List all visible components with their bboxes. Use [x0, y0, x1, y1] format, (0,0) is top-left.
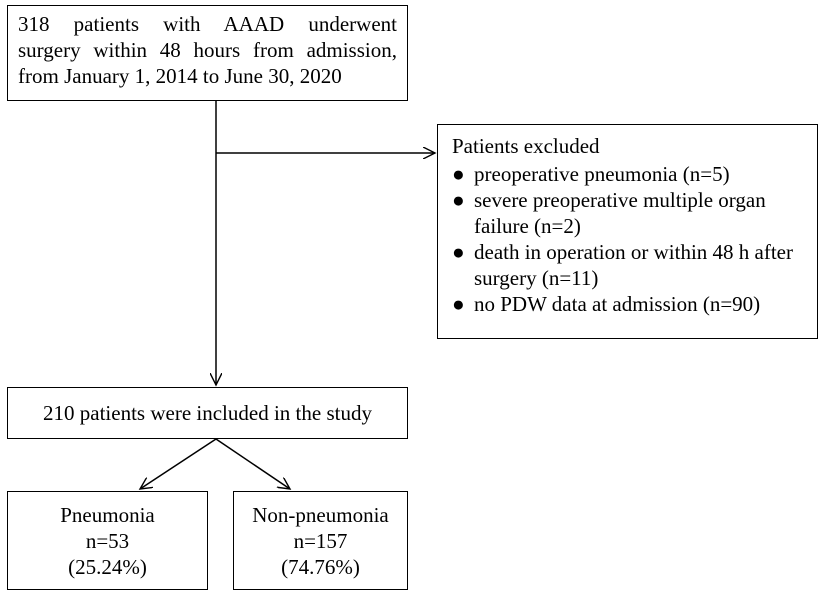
pneumonia-percent: (25.24%) — [68, 554, 147, 579]
excluded-item-text: preoperative pneumonia (n=5) — [474, 162, 730, 186]
excluded-box: Patients excluded ● preoperative pneumon… — [437, 124, 818, 339]
bullet-icon: ● — [452, 292, 465, 316]
non-pneumonia-percent: (74.76%) — [281, 554, 360, 579]
excluded-item: ● severe preoperative multiple organ fai… — [452, 187, 805, 239]
bullet-icon: ● — [452, 188, 465, 212]
included-text: 210 patients were included in the study — [43, 401, 372, 425]
excluded-item: ● no PDW data at admission (n=90) — [452, 291, 805, 317]
arrow-to-pneumonia — [140, 438, 217, 489]
enrollment-line-1: 318 patients with AAAD underwent — [18, 12, 397, 36]
enrollment-line-2: surgery within 48 hours from admission, — [18, 38, 397, 62]
excluded-item-text: no PDW data at admission (n=90) — [474, 292, 761, 316]
enrollment-box: 318 patients with AAAD underwent surgery… — [7, 5, 408, 101]
excluded-item-text: death in operation or within 48 h after … — [474, 240, 793, 290]
arrow-to-non-pneumonia — [215, 438, 290, 489]
pneumonia-box: Pneumonia n=53 (25.24%) — [7, 491, 208, 590]
excluded-title: Patients excluded — [452, 134, 600, 158]
pneumonia-count: n=53 — [85, 528, 130, 553]
excluded-item: ● death in operation or within 48 h afte… — [452, 239, 805, 291]
non-pneumonia-label: Non-pneumonia — [252, 502, 389, 527]
bullet-icon: ● — [452, 240, 465, 264]
non-pneumonia-count: n=157 — [293, 528, 348, 553]
bullet-icon: ● — [452, 162, 465, 186]
excluded-item-text: severe preoperative multiple organ failu… — [474, 188, 766, 238]
included-box: 210 patients were included in the study — [7, 387, 408, 439]
pneumonia-label: Pneumonia — [60, 502, 155, 527]
enrollment-line-3: from January 1, 2014 to June 30, 2020 — [18, 64, 342, 88]
excluded-item: ● preoperative pneumonia (n=5) — [452, 161, 805, 187]
non-pneumonia-box: Non-pneumonia n=157 (74.76%) — [233, 491, 408, 590]
excluded-list: ● preoperative pneumonia (n=5) ● severe … — [452, 161, 805, 317]
